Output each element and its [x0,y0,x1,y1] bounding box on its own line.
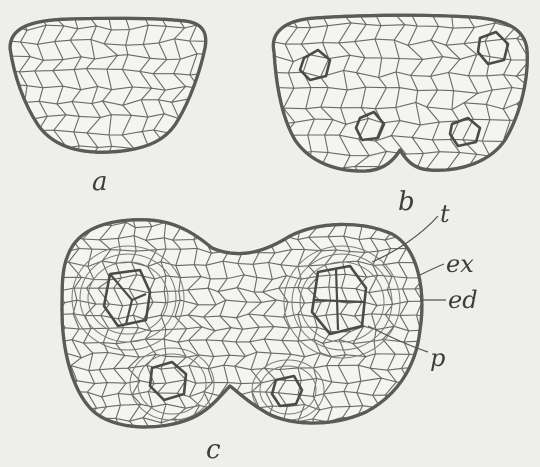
annotation-label-ex: ex [446,250,474,278]
annotation-label-ed: ed [448,286,478,314]
panel-c-section [53,209,456,462]
panel-b-section [264,7,540,205]
leader-ex [418,264,444,276]
panel-a-section [1,9,253,180]
annotation-label-p: p [430,344,445,372]
annotation-label-t: t [440,200,450,228]
panel-label-c: c [206,435,221,465]
panel-label-b: b [398,187,415,217]
panel-label-a: a [92,167,108,197]
